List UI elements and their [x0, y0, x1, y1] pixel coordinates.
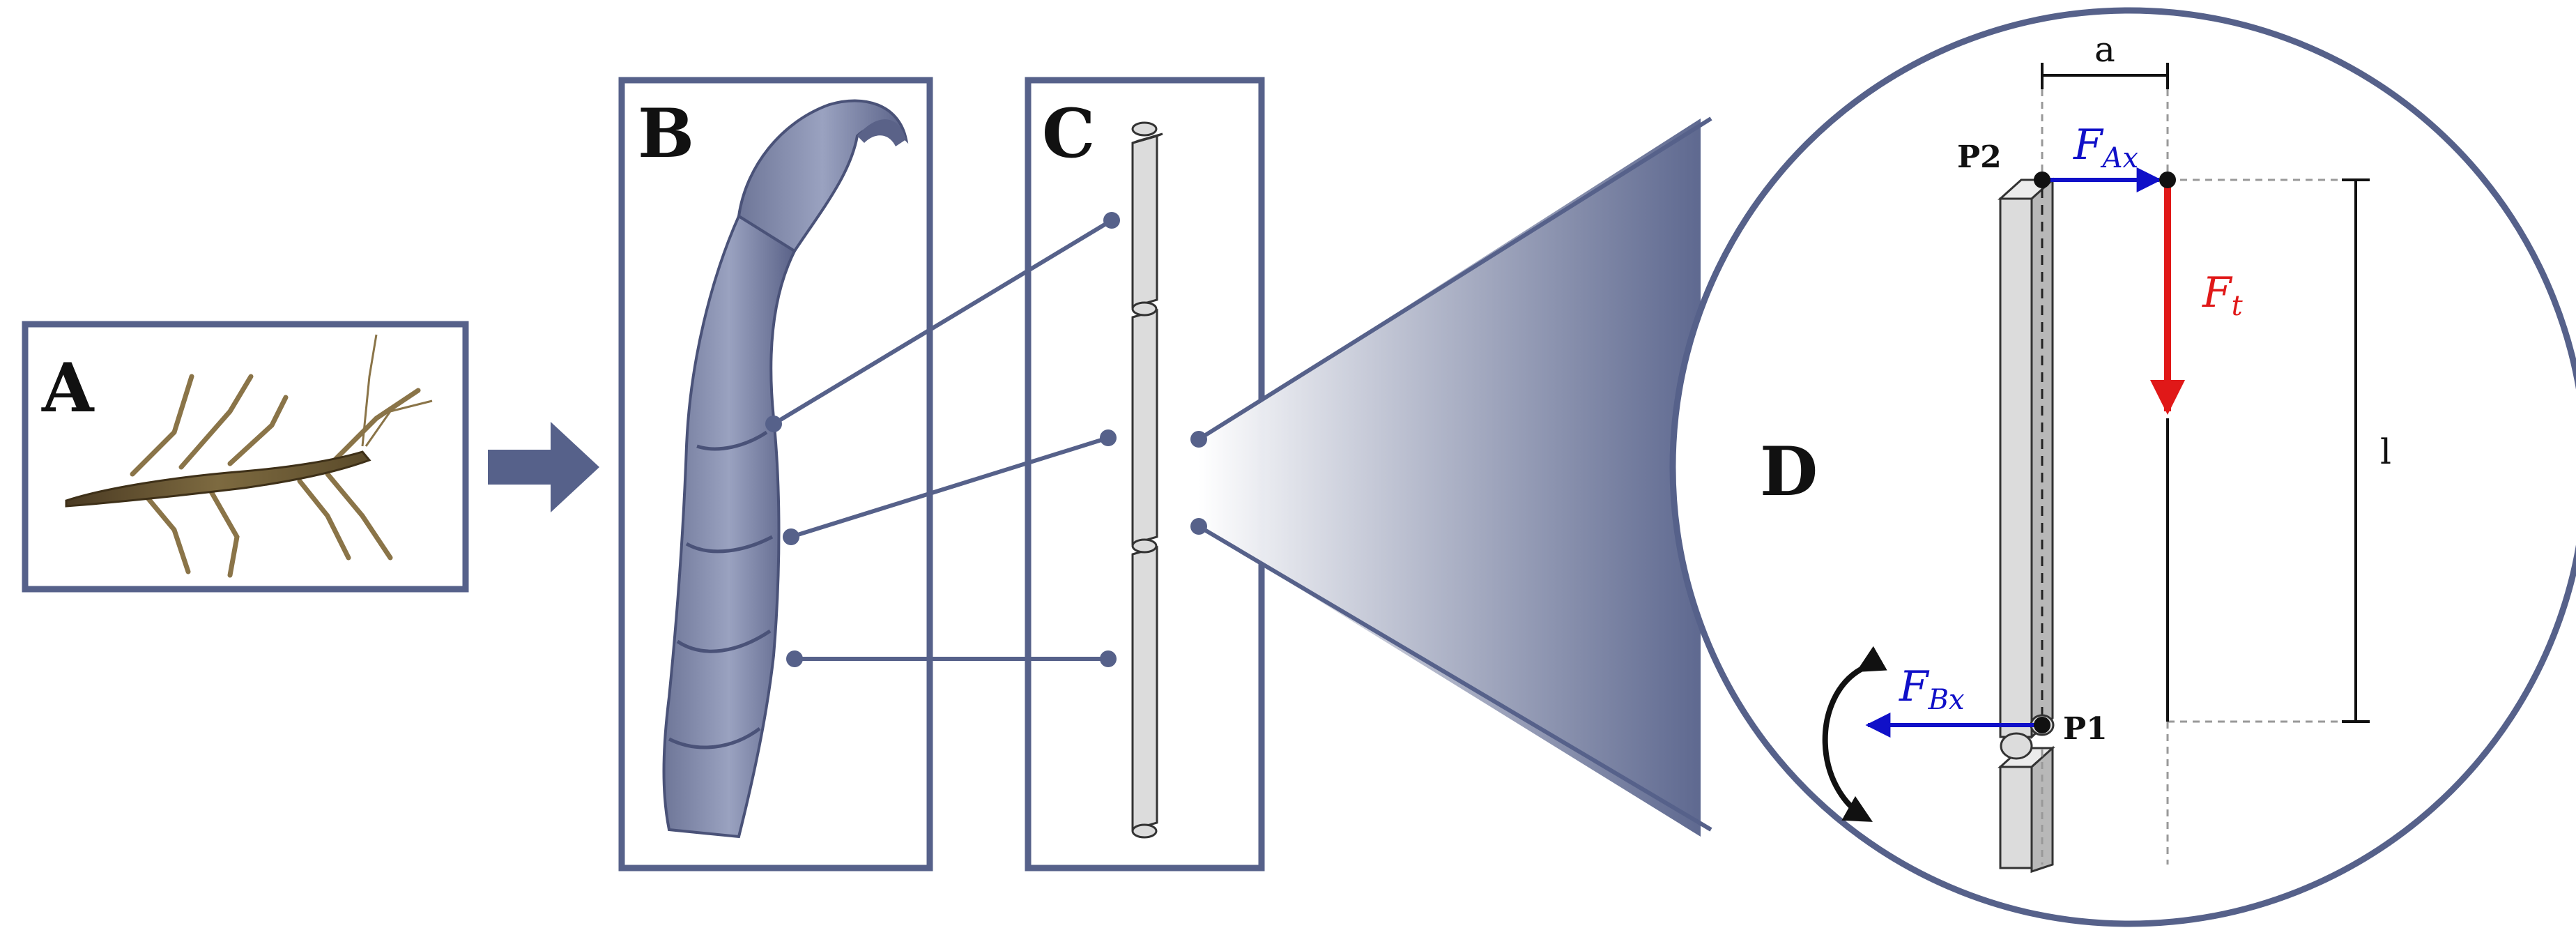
point-force-origin [2159, 172, 2176, 188]
flow-arrow [488, 422, 599, 512]
panel-letter-d: D [1760, 432, 1818, 511]
force-ax-label: FAx [2073, 121, 2138, 174]
dimension-l-label: l [2380, 432, 2391, 472]
panel-letter-a: A [41, 349, 95, 427]
segment-model [1131, 121, 1163, 839]
rotation-arrow [1822, 646, 1887, 822]
point-p2 [2034, 172, 2050, 188]
correspondence-dots [765, 212, 1120, 667]
zoom-circle [1669, 7, 2576, 927]
joint-segment [1998, 177, 2055, 874]
force-t-label: Ft [2202, 268, 2244, 322]
point-p1 [2034, 717, 2050, 733]
point-p1-label: P1 [2063, 711, 2108, 747]
dimension-a [2041, 63, 2169, 89]
insect-body [65, 450, 371, 508]
zoom-cone [1199, 119, 1701, 837]
panel-b: B [618, 77, 933, 871]
panel-a-frame [22, 321, 469, 593]
panel-a: A [22, 321, 469, 593]
panel-letter-c: C [1042, 94, 1095, 173]
panel-letter-b: B [638, 94, 694, 173]
stick-insect-image [65, 334, 433, 578]
dimension-l [2342, 178, 2370, 723]
dimension-a-label: a [2094, 29, 2115, 70]
force-bx-label: FBx [1899, 662, 1965, 716]
correspondence-lines [772, 218, 1113, 661]
panel-d: a l FAx Ft FBx P2 P1 D [1669, 7, 2576, 927]
point-p2-label: P2 [1957, 139, 2002, 175]
